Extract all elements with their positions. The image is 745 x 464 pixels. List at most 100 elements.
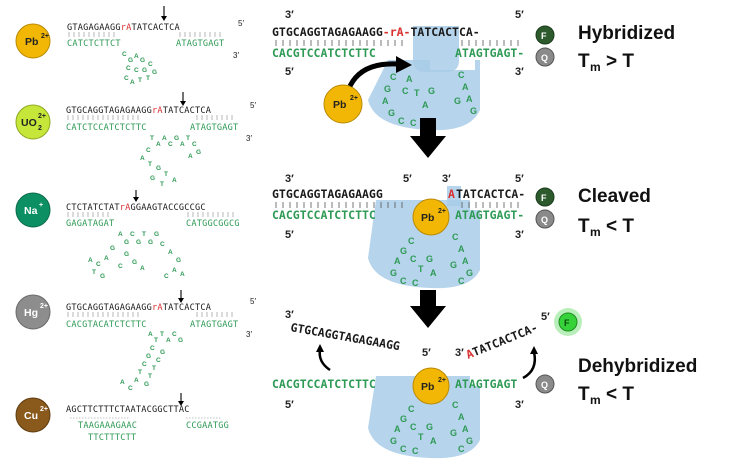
svg-text:A: A (188, 153, 193, 160)
base-pair-ticks (67, 312, 233, 317)
svg-text:A: A (172, 177, 177, 184)
svg-text:C: C (452, 232, 459, 242)
svg-text:T: T (142, 231, 146, 238)
svg-text:G: G (454, 96, 461, 106)
enzyme-left-arm: TAAGAAAGAAC (78, 421, 137, 431)
enzyme-right-arm: ATAGTGAGT (190, 320, 238, 330)
svg-text:A: A (406, 74, 413, 84)
svg-text:T: T (160, 181, 164, 188)
prime-label: 3′ (246, 330, 252, 339)
tm-symbol: T (578, 216, 590, 237)
enzyme-right-arm: CCGAATGG (186, 421, 229, 431)
fluorophore-label: F (541, 31, 547, 41)
svg-text:T: T (138, 77, 142, 84)
svg-text:G: G (426, 254, 433, 264)
enzyme-left-arm: CATCTCCATCTCTTC (66, 123, 147, 133)
svg-text:C: C (160, 241, 165, 248)
step-arrow-2 (410, 290, 446, 328)
quencher-label: Q (541, 380, 548, 390)
svg-text:G: G (426, 422, 433, 432)
svg-text:G: G (144, 381, 149, 388)
cleavage-highlight (447, 186, 461, 206)
svg-text:A: A (104, 255, 109, 262)
left-row-na: Na + CTCTATCTATrAGGAAGTACCGCCGC GAGATAGA… (15, 190, 240, 280)
prime-label: 5′ (285, 66, 294, 78)
pb-ion-charge: 2+ (41, 33, 49, 40)
enzyme-right-arm: CATGGCGGCG (186, 219, 240, 229)
left-row-hg: Hg 2+ GTGCAGGTAGAGAAGGrATATCACTCA 5′ CAC… (15, 290, 256, 392)
svg-text:G: G (390, 436, 397, 446)
pb-ion-label: Pb (25, 36, 38, 48)
svg-text:G: G (174, 135, 179, 142)
svg-text:C: C (408, 236, 415, 246)
svg-text:C: C (168, 141, 173, 148)
svg-text:C: C (118, 263, 123, 270)
uo2-ion-subscript: 2 (38, 125, 42, 132)
cleavage-arrowhead (133, 197, 139, 202)
prime-label: 3′ (246, 134, 252, 143)
svg-text:A: A (130, 79, 135, 86)
cu-ion-label: Cu (24, 410, 38, 422)
pb-ion-label: Pb (421, 381, 434, 393)
hg-ion-label: Hg (24, 307, 38, 319)
base-pair-ticks (67, 212, 234, 217)
svg-text:G: G (400, 246, 407, 256)
state-title: Dehybridized (578, 356, 697, 377)
svg-text:A: A (180, 271, 185, 278)
pb-ion-charge: 2+ (438, 208, 446, 215)
svg-text:G: G (178, 337, 183, 344)
svg-text:C: C (150, 345, 155, 352)
svg-text:G: G (140, 57, 145, 64)
prime-label: 5′ (422, 347, 431, 359)
svg-text:T: T (92, 269, 96, 276)
substrate-strand: CTCTATCTATrAGGAAGTACCGCCGC (66, 203, 206, 213)
svg-text:C: C (128, 385, 133, 392)
quencher-icon (535, 374, 555, 394)
quencher-icon (535, 47, 555, 67)
svg-text:C: C (458, 444, 465, 454)
bottom-strand-right: ATAGTGAGT- (455, 46, 524, 60)
svg-text:C: C (130, 231, 135, 238)
enzyme-left-arm: CATCTCTTCT (67, 39, 121, 49)
tm-symbol: T (578, 384, 590, 405)
svg-text:G: G (388, 108, 395, 118)
svg-text:C: C (402, 86, 409, 96)
tm-relation: > T (606, 51, 634, 72)
svg-text:G: G (450, 260, 457, 270)
svg-text:A: A (134, 377, 139, 384)
base-pair-ticks (275, 202, 519, 208)
svg-text:G: G (124, 239, 129, 246)
bottom-strand-right: ATAGTGAGT (455, 377, 517, 391)
pb-ion-label: Pb (421, 212, 434, 224)
hg-ion-charge: 2+ (40, 303, 48, 310)
svg-text:G: G (148, 239, 153, 246)
prime-label: 3′ (285, 173, 294, 185)
svg-text:G: G (124, 251, 129, 258)
svg-text:C: C (122, 51, 127, 58)
prime-label: 5′ (285, 229, 294, 241)
svg-text:A: A (458, 412, 465, 422)
prime-label: 5′ (250, 297, 256, 306)
state-cleaved: 3′ 5′ 3′ 5′ GTGCAGGTAGAGAAGG A TATCACTCA… (272, 173, 651, 289)
release-arrowhead-left (316, 344, 324, 352)
svg-text:T: T (186, 135, 190, 142)
cu-ion-badge (15, 397, 51, 433)
svg-text:A: A (140, 155, 145, 162)
svg-text:C: C (390, 72, 397, 82)
svg-text:T: T (148, 161, 152, 168)
prime-label: 3′ (442, 173, 451, 185)
svg-text:A: A (466, 94, 473, 104)
svg-text:A: A (462, 82, 469, 92)
svg-text:C: C (156, 357, 161, 364)
pb-ion-icon (412, 367, 450, 405)
svg-text:G: G (150, 175, 155, 182)
svg-text:C: C (400, 444, 407, 454)
svg-text:G: G (142, 67, 147, 74)
svg-text:C: C (398, 116, 405, 126)
svg-text:T: T (414, 88, 420, 98)
svg-text:C: C (458, 276, 465, 286)
